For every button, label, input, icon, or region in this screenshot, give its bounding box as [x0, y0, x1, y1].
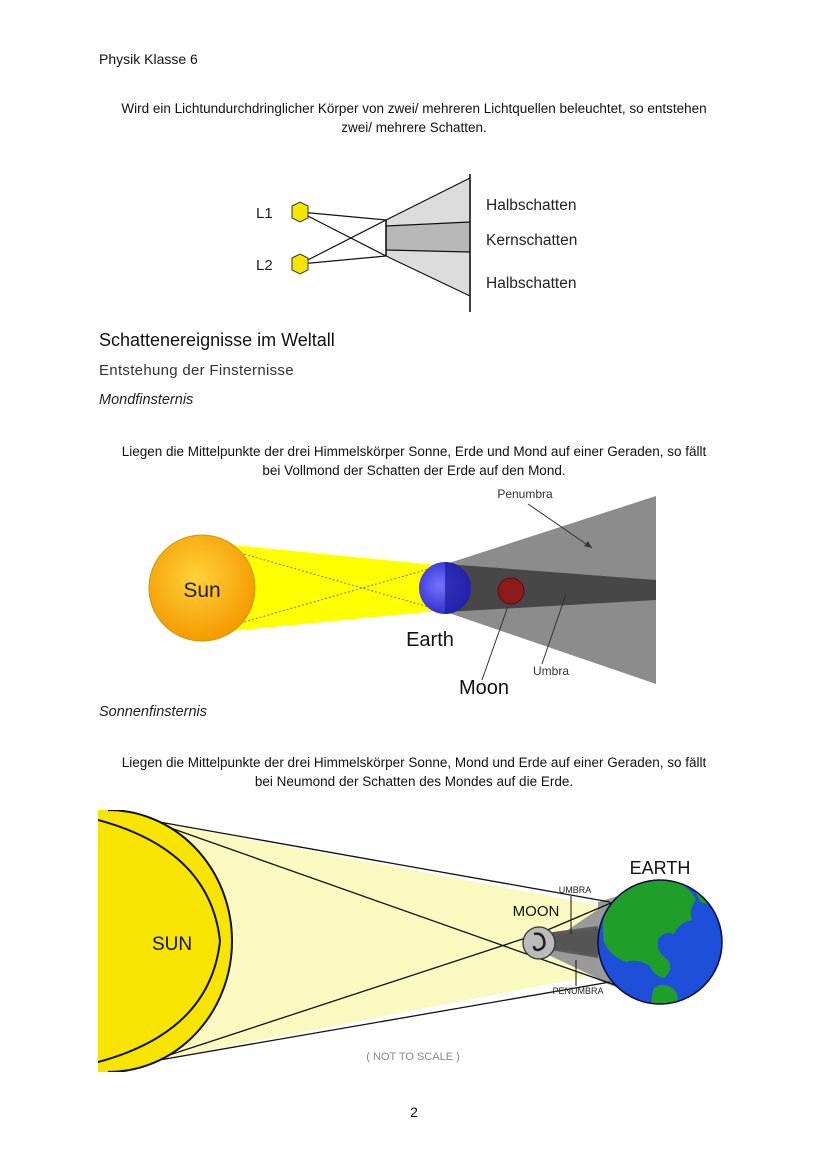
label-l2: L2: [256, 257, 273, 274]
sonnenfinsternis-paragraph: Liegen die Mittelpunkte der drei Himmels…: [90, 753, 738, 791]
page-header: Physik Klasse 6: [99, 51, 198, 67]
sonnenfinsternis-title: Sonnenfinsternis: [99, 704, 208, 720]
moon-circle: [497, 577, 525, 605]
not-to-scale-note: ( NOT TO SCALE ): [366, 1051, 460, 1063]
intro-line-2: zwei/ mehrere Schatten.: [341, 120, 487, 135]
sonnenfinsternis-line-2: bei Neumond der Schatten des Mondes auf …: [254, 774, 574, 789]
mondfinsternis-line-1: Liegen die Mittelpunkte der drei Himmels…: [121, 444, 707, 459]
earth-label: Earth: [406, 629, 454, 651]
lunar-eclipse-diagram: Sun Earth Moon Penumbra Umbra: [148, 487, 656, 699]
penumbra-label: PENUMBRA: [552, 986, 603, 996]
section-heading: Schattenereignisse im Weltall: [99, 330, 335, 350]
two-light-sources-diagram: L1 L2 Halbschatten Kernschatten Halbscha…: [256, 174, 577, 312]
intro-paragraph: Wird ein Lichtundurchdringlicher Körper …: [90, 99, 738, 137]
moon-label: MOON: [513, 903, 560, 920]
solar-eclipse-diagram: SUN MOON UMBRA PENUMBRA EARTH ( NOT TO S…: [98, 810, 723, 1072]
label-halbschatten-top: Halbschatten: [486, 197, 576, 214]
umbra-region: [446, 564, 656, 612]
sun-label: SUN: [152, 934, 192, 955]
penumbra-label: Penumbra: [497, 487, 553, 501]
core-shadow: [386, 222, 470, 252]
sonnenfinsternis-line-1: Liegen die Mittelpunkte der drei Himmels…: [121, 755, 707, 770]
mondfinsternis-title: Mondfinsternis: [99, 392, 194, 408]
umbra-label: Umbra: [533, 664, 569, 678]
moon-label: Moon: [459, 677, 509, 699]
page-number: 2: [410, 1104, 418, 1120]
lower-half-shadow: [386, 250, 470, 296]
sun-label: Sun: [183, 579, 220, 602]
sun-circle: [148, 534, 256, 642]
mondfinsternis-paragraph: Liegen die Mittelpunkte der drei Himmels…: [90, 442, 738, 480]
intro-line-1: Wird ein Lichtundurchdringlicher Körper …: [121, 101, 707, 116]
upper-half-shadow: [386, 178, 470, 226]
earth-label: EARTH: [630, 858, 691, 878]
label-l1: L1: [256, 205, 273, 222]
light-source-l1-icon: [291, 201, 309, 223]
label-halbschatten-bottom: Halbschatten: [486, 275, 576, 292]
sunlight-cone: [202, 542, 446, 634]
umbra-label: UMBRA: [559, 885, 592, 895]
moon-circle: [522, 926, 556, 960]
mondfinsternis-line-2: bei Vollmond der Schatten der Erde auf d…: [262, 463, 566, 478]
section-subheading: Entstehung der Finsternisse: [99, 362, 294, 379]
sunlight-cone: [148, 820, 602, 1062]
light-source-l2-icon: [291, 253, 309, 275]
label-kernschatten: Kernschatten: [486, 232, 577, 249]
